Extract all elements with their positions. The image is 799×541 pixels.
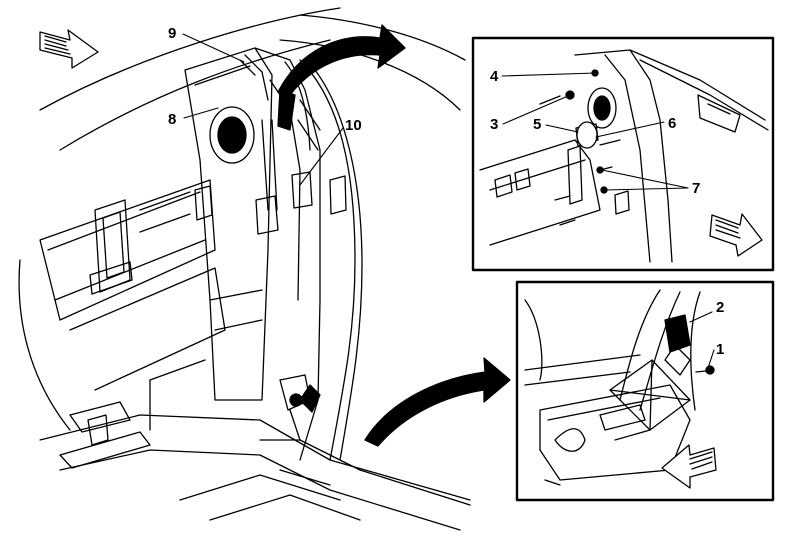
callout-5: 5 bbox=[533, 116, 542, 133]
inset-top-right bbox=[471, 36, 775, 272]
callout-2: 2 bbox=[716, 299, 725, 316]
callout-9: 9 bbox=[168, 25, 177, 42]
callout-10: 10 bbox=[345, 117, 362, 134]
callout-4: 4 bbox=[490, 68, 499, 85]
main-view bbox=[18, 7, 471, 531]
callout-6: 6 bbox=[668, 115, 677, 132]
inset-bottom-right bbox=[515, 280, 775, 502]
forward-arrow-inset-top bbox=[709, 213, 763, 257]
door-striker bbox=[89, 185, 213, 295]
callout-8: 8 bbox=[168, 111, 177, 128]
lower-trim-panel bbox=[149, 47, 273, 431]
callout-7: 7 bbox=[692, 180, 701, 197]
callout-1: 1 bbox=[716, 341, 725, 358]
forward-arrow-inset-bottom bbox=[661, 444, 717, 489]
callout-3: 3 bbox=[490, 116, 499, 133]
curved-arrow-top bbox=[277, 24, 406, 96]
leader-lines bbox=[182, 33, 715, 369]
curved-arrow-bottom bbox=[364, 357, 511, 447]
forward-arrow-main bbox=[39, 29, 99, 69]
